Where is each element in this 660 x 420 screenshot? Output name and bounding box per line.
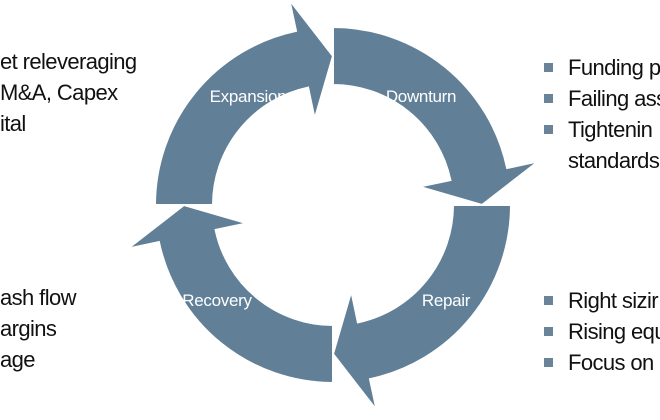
list-item: et releveraging <box>0 49 137 74</box>
list-item: ital <box>0 111 26 136</box>
list-item: age <box>0 347 36 372</box>
cycle-arrow-recovery <box>126 203 334 385</box>
cycle-arrow-expansion <box>153 0 335 206</box>
bullet-icon <box>544 358 553 367</box>
list-item: standards <box>568 148 660 173</box>
list-item: Failing ass <box>544 83 660 114</box>
list-item: ash flow <box>0 285 77 310</box>
list-item: Rising equ <box>544 316 660 347</box>
cycle-arrow-repair <box>331 204 513 412</box>
repair-points-list: Right sizir Rising equ Focus on c <box>544 285 660 378</box>
cycle-arrow-downturn <box>332 25 540 207</box>
stage-label-recovery: Recovery <box>182 291 252 310</box>
stage-label-expansion: Expansion <box>210 87 287 106</box>
stage-label-downturn: Downturn <box>386 87 456 106</box>
list-item: Focus on c <box>544 347 660 378</box>
recovery-points-list: ash flow argins age <box>0 282 77 375</box>
bullet-icon <box>544 94 553 103</box>
list-item: M&A, Capex <box>0 80 118 105</box>
bullet-icon <box>544 327 553 336</box>
list-item: Tightenin <box>544 114 660 145</box>
bullet-icon <box>544 125 553 134</box>
downturn-points-list: Funding p Failing ass Tightenin standard… <box>544 52 660 176</box>
expansion-points-list: et releveraging M&A, Capex ital <box>0 46 137 139</box>
list-item: argins <box>0 316 57 341</box>
list-item: Funding p <box>544 52 660 83</box>
list-item: Right sizir <box>544 285 660 316</box>
bullet-icon <box>544 296 553 305</box>
stage-label-repair: Repair <box>422 291 471 310</box>
bullet-icon <box>544 63 553 72</box>
